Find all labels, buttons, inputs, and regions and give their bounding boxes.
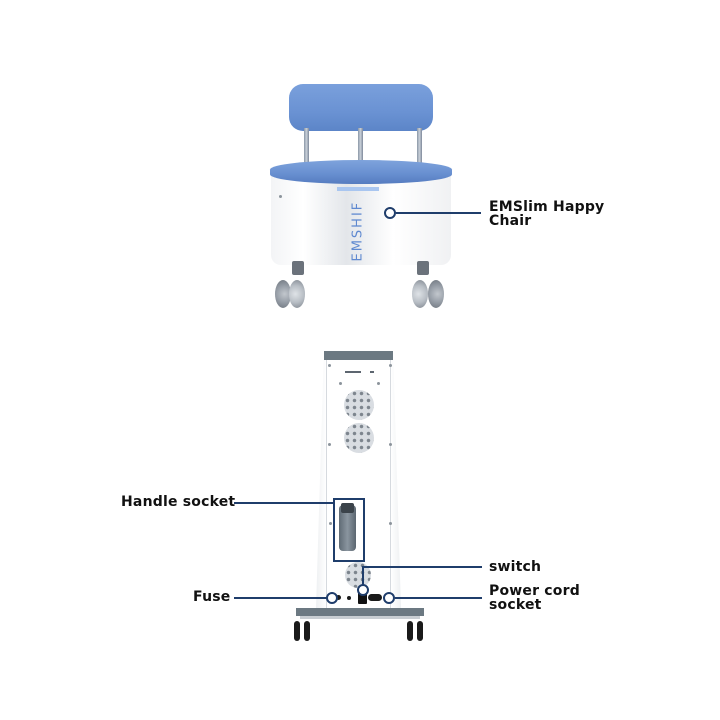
chair-backrest	[289, 84, 433, 131]
device-screw	[389, 522, 392, 525]
handle-socket-top	[341, 503, 354, 513]
device-wheel-icon	[304, 621, 310, 641]
device-top-cap	[324, 351, 393, 360]
fan-grille-icon	[344, 423, 374, 453]
callout-marker-icon	[384, 207, 396, 219]
device-base-underside	[300, 616, 420, 619]
chair-seat-cushion	[270, 160, 452, 184]
leader-line	[234, 502, 334, 504]
switch-label: switch	[489, 559, 542, 575]
port-hole	[347, 596, 351, 600]
caster-mount	[417, 261, 429, 275]
device-screw	[328, 443, 331, 446]
device-screw	[329, 522, 332, 525]
device-edge	[326, 360, 327, 608]
device-screw	[389, 364, 392, 367]
handle-socket-label: Handle socket	[121, 494, 236, 510]
chair-backrest-post	[304, 128, 309, 163]
chair-label-line2: Chair	[489, 213, 532, 229]
callout-marker-icon	[326, 592, 338, 604]
device-wheel-icon	[407, 621, 413, 641]
chair-backrest-post	[417, 128, 422, 163]
leader-line	[395, 597, 482, 599]
device-wheel-icon	[294, 621, 300, 641]
device-wheel-icon	[417, 621, 423, 641]
caster-wheel-icon	[412, 280, 428, 308]
fan-grille-icon	[344, 390, 374, 420]
device-screw	[339, 382, 342, 385]
leader-line	[362, 566, 364, 585]
device-screw	[389, 443, 392, 446]
power-cord-label-line1: Power cord	[489, 583, 580, 599]
chair-label-line1: EMSlim Happy	[489, 199, 605, 215]
power-switch	[358, 592, 367, 604]
chair-brand-text: EMSHIF	[350, 200, 366, 262]
chair-backrest-post	[358, 128, 363, 163]
device-edge	[390, 360, 391, 608]
device-vent-slot	[345, 371, 361, 373]
callout-marker-icon	[357, 584, 369, 596]
device-screw	[377, 382, 380, 385]
device-base-plate	[296, 608, 424, 616]
leader-line	[396, 212, 481, 214]
caster-mount	[292, 261, 304, 275]
callout-marker-icon	[383, 592, 395, 604]
device-screw	[328, 364, 331, 367]
caster-wheel-icon	[289, 280, 305, 308]
handle-socket	[339, 505, 356, 551]
power-cord-label-line2: socket	[489, 597, 542, 613]
chair-screw	[279, 195, 282, 198]
power-cord-socket	[368, 594, 382, 601]
device-vent-slot	[370, 371, 374, 373]
caster-wheel-icon	[275, 280, 291, 308]
leader-line	[234, 597, 328, 599]
caster-wheel-icon	[428, 280, 444, 308]
chair-handle-slot	[337, 187, 379, 191]
leader-line	[362, 566, 482, 568]
fuse-label: Fuse	[193, 589, 231, 605]
fuse-holder	[336, 595, 341, 600]
